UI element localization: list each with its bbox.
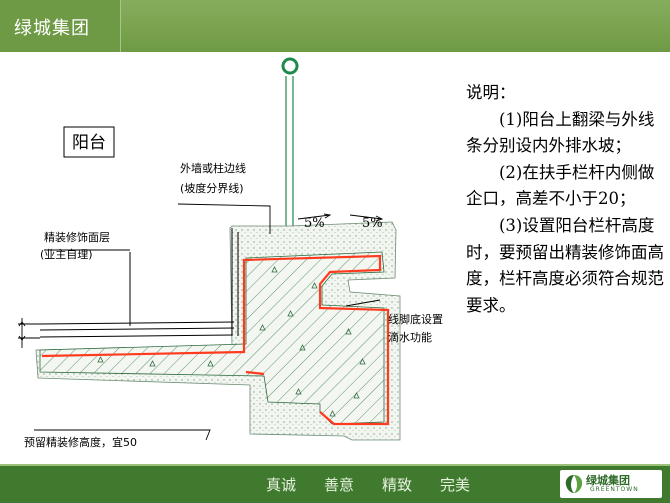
brand-name-en: GREENTOWN [590, 486, 639, 493]
balcony-section-diagram: 阳台 [18, 57, 401, 441]
label-slope-boundary: (坡度分界线) [180, 182, 244, 195]
reserved-height-dimension [18, 318, 40, 348]
header-band [121, 0, 670, 52]
slogan-3: 精致 [382, 476, 413, 494]
concrete-structure [39, 251, 385, 425]
label-reserved-height: 预留精装修高度，宜50 [24, 436, 137, 449]
footer-slogans: 真诚 善意 精致 完美 [266, 474, 470, 495]
finish-layer [39, 228, 239, 338]
brand-badge: 绿城集团 GREENTOWN [560, 470, 662, 498]
description-panel: 说明： (1)阳台上翻梁与外线条分别设内外排水坡； (2)在扶手栏杆内侧做企口，… [466, 80, 666, 319]
slope-left-label: 5% [304, 216, 325, 231]
label-wall-line: 外墙或柱边线 [180, 162, 246, 175]
label-finish-layer: 精装修饰面层 [44, 231, 110, 244]
description-item-3: (3)设置阳台栏杆高度时，要预留出精装修饰面高度，栏杆高度必须符合规范要求。 [466, 215, 664, 315]
slope-right-label: 5% [362, 216, 383, 231]
aggregate-marks [97, 266, 366, 417]
header-title: 绿城集团 [14, 18, 90, 39]
description-item-2: (2)在扶手栏杆内侧做企口，高差不小于20； [466, 162, 655, 209]
railing [281, 57, 299, 238]
railing-top-circle [281, 57, 299, 75]
footer-highlight [0, 464, 670, 466]
slogan-1: 真诚 [266, 476, 297, 494]
title-box [63, 126, 115, 158]
brand-name-cn: 绿城集团 [586, 474, 630, 487]
leader-lines [34, 203, 384, 441]
diagram-title: 阳台 [72, 133, 106, 153]
greentown-logo-icon [565, 475, 583, 493]
rebar-outline [41, 254, 390, 426]
slogan-4: 完美 [440, 476, 471, 494]
slogan-2: 善意 [324, 476, 355, 494]
label-owner: (业主自理) [40, 248, 93, 261]
label-drip-1: 线脚底设置 [388, 313, 443, 326]
description-item-1: (1)阳台上翻梁与外线条分别设内外排水坡； [466, 109, 655, 156]
label-drip-2: 滴水功能 [388, 331, 432, 344]
description-heading: 说明： [466, 83, 516, 102]
header-divider [120, 0, 121, 52]
footer-bar [0, 466, 670, 503]
